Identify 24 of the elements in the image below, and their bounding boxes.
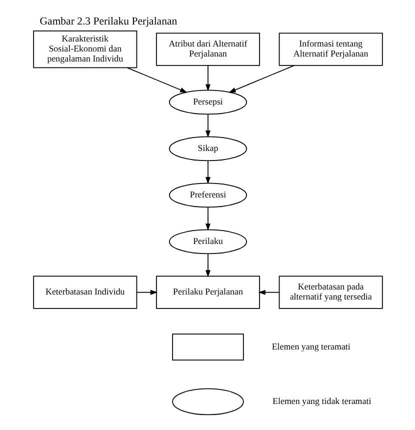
node-ellipse: Preferensi [168, 182, 246, 208]
arrow [204, 160, 210, 184]
node-box [172, 334, 244, 360]
diagram-title: Gambar 2.3 Perilaku Perjalanan [39, 15, 177, 28]
arrow [204, 206, 210, 231]
node-box: Informasi tentang Alternatif Perjalanan [278, 32, 382, 66]
legend-label: Elemen yang teramati [271, 341, 350, 352]
node-box: Keterbatasan Individu [32, 276, 137, 309]
node-box: Keterbatasan pada alternatif yang tersedia [278, 276, 382, 309]
arrow [204, 114, 210, 138]
arrow [258, 290, 280, 295]
arrow [136, 290, 158, 295]
arrow [228, 65, 294, 93]
node-box: Atribut dari Alternatif Perjalanan [156, 32, 260, 66]
arrow [204, 65, 210, 92]
arrow [126, 67, 187, 93]
node-ellipse: Perilaku [168, 229, 246, 254]
arrow [204, 254, 210, 278]
node-ellipse [172, 388, 244, 416]
node-box: Perilaku Perjalanan [156, 276, 260, 309]
legend-label: Elemen yang tidak teramati [272, 396, 371, 406]
node-ellipse: Persepsi [168, 90, 246, 115]
node-ellipse: Sikap [168, 136, 246, 162]
node-box: Karakteristik Sosial-Ekonomi dan pengalaman Individu [32, 30, 137, 68]
